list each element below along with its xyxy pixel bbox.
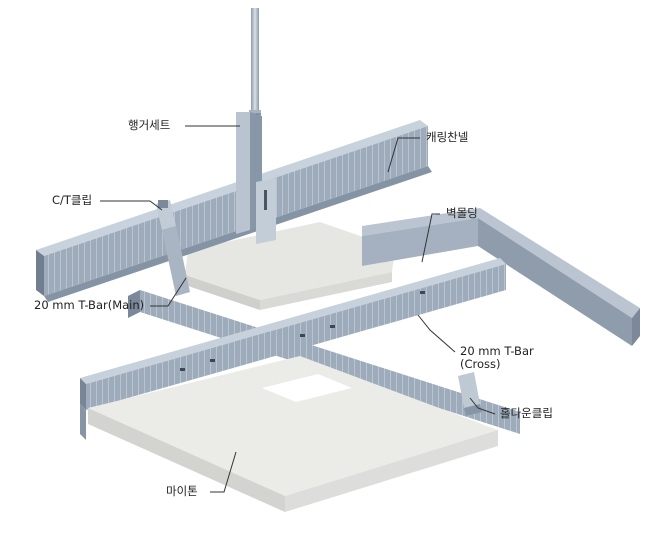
label-tbar-cross: 20 mm T-Bar (Cross) [460,345,534,371]
ct-clip [156,200,190,296]
ceiling-board-upper [185,222,395,310]
label-tbar-cross-line1: 20 mm T-Bar [460,344,534,358]
label-wall-molding: 벽몰딩 [446,206,478,220]
label-ct-clip: C/T클립 [52,193,93,207]
label-holddown-clip: 홀다운클립 [500,406,553,420]
wall-molding-front [80,404,86,440]
label-tbar-main: 20 mm T-Bar(Main) [34,298,145,312]
label-mineral-board: 마이톤 [166,484,198,498]
tbar-main [128,290,520,434]
mineral-board [88,356,498,512]
hanger-set [236,8,276,244]
leader-lines [100,125,496,493]
wall-molding [362,208,640,346]
label-hanger-set: 행거세트 [128,118,171,132]
tbar-cross [80,258,506,410]
label-carrying-channel: 캐링찬넬 [426,130,469,144]
label-tbar-cross-line2: (Cross) [460,357,501,371]
